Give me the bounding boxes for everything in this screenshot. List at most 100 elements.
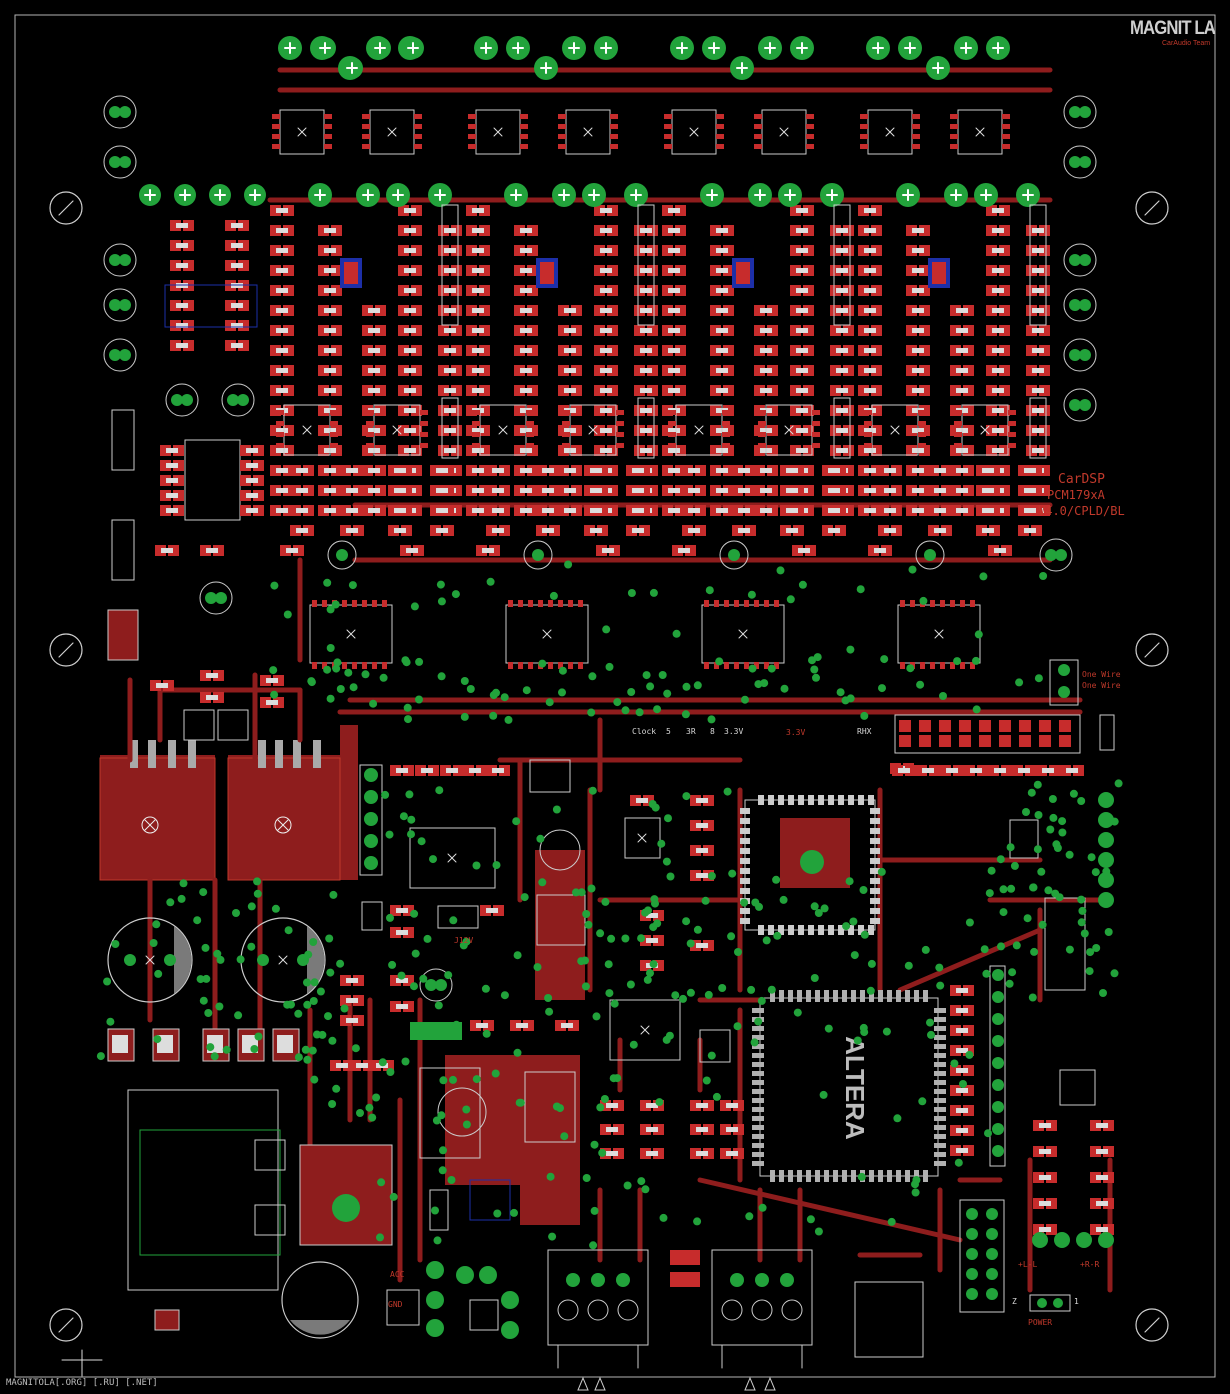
connector-outline xyxy=(637,397,655,459)
pad-center xyxy=(696,823,708,828)
pad-center xyxy=(992,288,1004,293)
smd-pad xyxy=(647,285,658,296)
pad-center xyxy=(760,388,772,393)
smd-pad xyxy=(479,325,490,336)
smd-pad xyxy=(527,505,538,516)
header-pin xyxy=(939,720,951,732)
smd-pad xyxy=(451,245,462,256)
via xyxy=(429,855,437,864)
via xyxy=(1077,797,1086,805)
pad-center xyxy=(956,1148,968,1153)
via xyxy=(653,705,662,714)
pad-center xyxy=(542,468,554,473)
smd-pad xyxy=(1033,1198,1044,1209)
pad-center xyxy=(176,303,188,308)
ic-pin xyxy=(716,124,724,129)
smd-pad xyxy=(607,285,618,296)
via xyxy=(522,686,531,695)
smd-pad xyxy=(1090,1172,1101,1183)
via xyxy=(401,1057,410,1066)
pad-center xyxy=(421,768,433,773)
ic-pin xyxy=(912,144,920,149)
via xyxy=(658,671,667,679)
smd-pad xyxy=(662,225,673,236)
via xyxy=(596,929,605,938)
smd-pad xyxy=(401,525,412,536)
smd-pad xyxy=(466,205,477,216)
cap-pad xyxy=(435,979,447,991)
ic-pin xyxy=(764,600,769,607)
transistor-pad xyxy=(736,262,750,284)
pad-center xyxy=(161,548,173,553)
ic-pin xyxy=(520,134,528,139)
via xyxy=(1091,868,1100,877)
pad-center xyxy=(472,348,484,353)
smd-pad xyxy=(754,365,765,376)
smd-pad xyxy=(647,465,658,476)
smd-pad xyxy=(950,1045,961,1056)
smd-pad xyxy=(963,985,974,996)
via xyxy=(153,1035,162,1044)
label-3v3: 3.3V xyxy=(786,728,806,737)
via xyxy=(824,1024,833,1033)
pad-center xyxy=(1032,268,1044,273)
ic-pin xyxy=(806,144,814,149)
chip-pin xyxy=(788,925,794,935)
capacitor-pad xyxy=(336,549,348,561)
smd-pad xyxy=(643,795,654,806)
via xyxy=(215,1002,224,1011)
via xyxy=(878,684,886,693)
ic-pin xyxy=(758,421,766,426)
smd-pad xyxy=(499,525,510,536)
smd-pad xyxy=(695,525,706,536)
chip-pin xyxy=(770,1170,775,1182)
via xyxy=(1034,811,1043,819)
ic-pin xyxy=(806,114,814,119)
header-pin xyxy=(959,720,971,732)
via xyxy=(867,959,876,968)
smd-pad xyxy=(950,305,961,316)
pad-center xyxy=(864,308,876,313)
via xyxy=(646,969,654,978)
smd-pad xyxy=(1103,1146,1114,1157)
smd-pad xyxy=(950,985,961,996)
opamp-outline xyxy=(373,404,421,456)
ic-pin xyxy=(548,662,553,669)
pad-center xyxy=(404,428,416,433)
chip-pin xyxy=(934,1035,946,1040)
pad-center xyxy=(982,488,994,493)
via xyxy=(336,959,345,968)
via xyxy=(918,1097,927,1106)
chip-pin xyxy=(740,888,750,894)
smd-pad xyxy=(858,485,869,496)
smd-pad xyxy=(451,465,462,476)
pad-center xyxy=(606,1127,618,1132)
pad-center xyxy=(492,528,504,533)
connector-pad xyxy=(426,1261,444,1279)
smd-pad xyxy=(891,525,902,536)
pad-center xyxy=(296,468,308,473)
via xyxy=(657,839,666,848)
pad-center xyxy=(874,548,886,553)
smd-pad xyxy=(976,505,987,516)
smd-pad xyxy=(411,405,422,416)
smd-pad xyxy=(1026,365,1037,376)
smd-pad xyxy=(733,1148,744,1159)
via xyxy=(882,1027,891,1036)
smd-pad xyxy=(486,505,497,516)
electrolytic-capacitor xyxy=(103,95,137,129)
ic-pin xyxy=(520,114,528,119)
smd-pad xyxy=(871,365,882,376)
pad-center xyxy=(276,248,288,253)
via xyxy=(558,666,567,675)
header-pin xyxy=(986,1248,998,1260)
smd-pad xyxy=(830,425,841,436)
smd-pad xyxy=(388,485,399,496)
via xyxy=(758,1203,767,1212)
pad-center xyxy=(472,448,484,453)
mosfet-pad xyxy=(112,1035,128,1053)
board-title-line-2: PCM179xA xyxy=(1047,488,1105,502)
smd-pad xyxy=(331,505,342,516)
smd-pad xyxy=(1031,505,1042,516)
smd-pad xyxy=(479,305,490,316)
